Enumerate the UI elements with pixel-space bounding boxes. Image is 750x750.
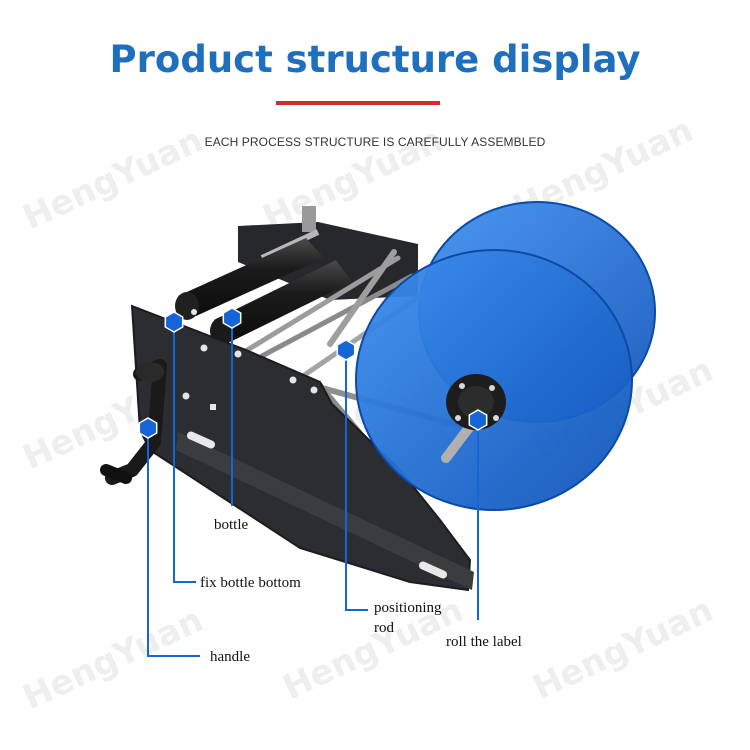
label-bottle: bottle [214,517,249,533]
marker-fix-bottle-bottom-icon [164,311,184,333]
callout-markers [138,307,488,439]
marker-roll-the-label-icon [468,409,488,431]
label-positioning-rod-line2: rod [374,620,394,636]
watermark-text: HengYuan [527,590,719,708]
page-subtitle: EACH PROCESS STRUCTURE IS CAREFULLY ASSE… [204,135,546,149]
title-underline [276,101,440,105]
label-handle: handle [210,649,250,665]
marker-handle-icon [138,417,158,439]
marker-positioning-rod-icon [336,339,356,361]
watermark-text: HengYuan [17,600,209,718]
positioning-rod-upper [327,249,397,347]
page-title: Product structure display [109,38,641,81]
marker-bottle-icon [222,307,242,329]
callout-line-positioning-rod [345,350,368,611]
disc-hub [441,374,506,463]
callout-line-handle [147,428,200,657]
label-fix-bottle-bottom: fix bottle bottom [200,575,301,591]
label-positioning-rod-line1: positioning [374,600,442,616]
top-threaded-rod [260,229,320,261]
label-roll-the-label: roll the label [446,634,522,650]
callout-line-fix-bottle-bottom [173,322,196,583]
crank-handle [100,359,167,485]
callout-lines [147,318,479,657]
